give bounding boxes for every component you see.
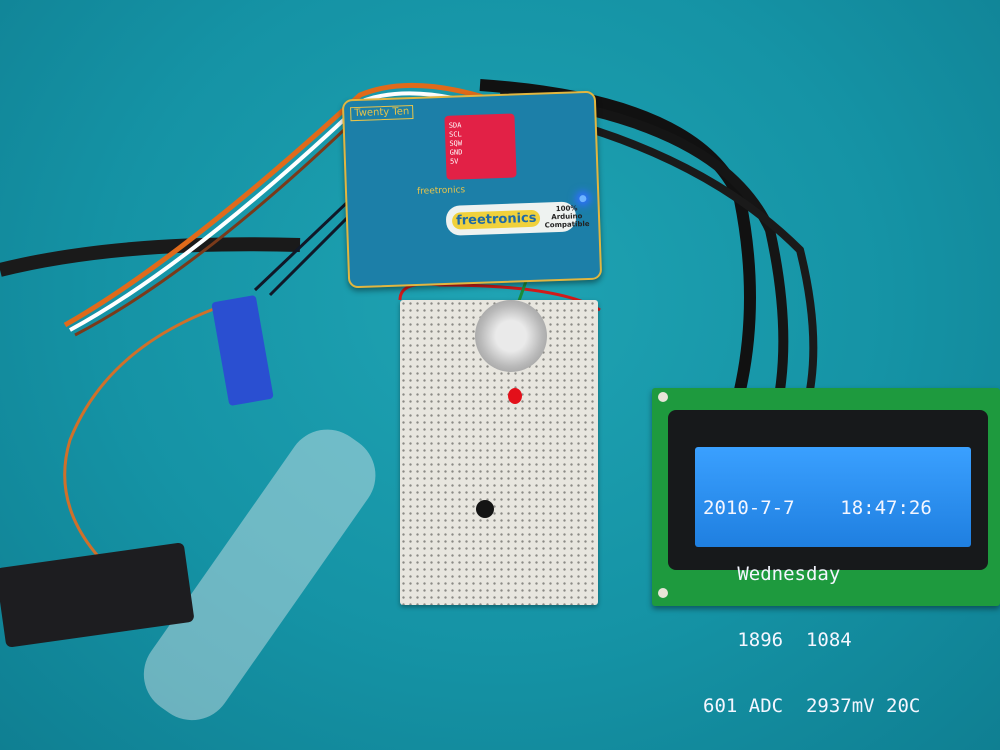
rtc-module: SDA SCL SQW GND 5V [444,113,517,180]
board-brand: freetronics [416,185,466,197]
freetronics-logo: freetronics 100% Arduino Compatible [445,201,590,236]
red-jumper [398,282,601,312]
temp-sensor [476,500,494,518]
red-led [508,388,522,404]
lcd-line-sensor: 601 ADC 2937mV 20C [703,695,921,717]
board-name: Twenty Ten [350,105,414,122]
lcd-line-weekday: Wednesday [703,563,841,585]
usb-cable [0,237,301,277]
lcd-line-date-time: 2010-7-7 18:47:26 [703,497,932,519]
rtc-pin-labels: SDA SCL SQW GND 5V [448,121,463,166]
servo-wire-orange [63,82,521,328]
servo-wire-brown [74,103,372,337]
blue-led [579,195,587,203]
lcd-display: 2010-7-7 18:47:26 Wednesday 1896 1084 60… [695,447,971,717]
piezo-buzzer [475,300,547,372]
lcd-line-values: 1896 1084 [703,629,852,651]
arduino-board: Twenty Ten SDA SCL SQW GND 5V freetronic… [341,90,603,289]
